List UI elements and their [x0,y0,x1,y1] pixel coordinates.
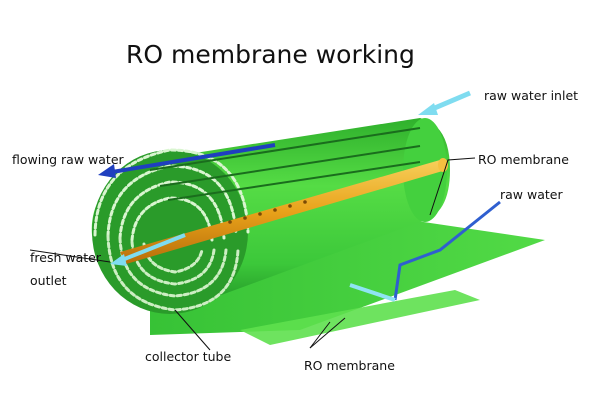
label-ro-membrane-top: RO membrane [478,152,569,167]
label-raw-water-inlet: raw water inlet [484,88,579,103]
unrolled-membrane-sheet [150,220,545,335]
membrane-layers [149,127,421,201]
label-collector-tube: collector tube [145,349,232,364]
raw-water-arrow [393,200,501,301]
label-outlet: outlet [30,273,67,288]
label-ro-membrane-bottom: RO membrane [304,358,395,373]
raw-water-inlet-arrow [418,90,471,115]
diagram-title: RO membrane working [126,40,415,69]
label-fresh-water: fresh water [30,250,101,265]
label-raw-water: raw water [500,187,563,202]
membrane-sheet-lower-fold [240,290,480,345]
leader-lines [29,157,476,351]
flowing-raw-water-arrow [98,143,276,178]
collector-tube [120,158,448,264]
permeate-flow-arrow [349,283,396,302]
label-flowing-raw-water: flowing raw water [12,152,124,167]
fresh-water-outlet-arrow [110,233,186,266]
